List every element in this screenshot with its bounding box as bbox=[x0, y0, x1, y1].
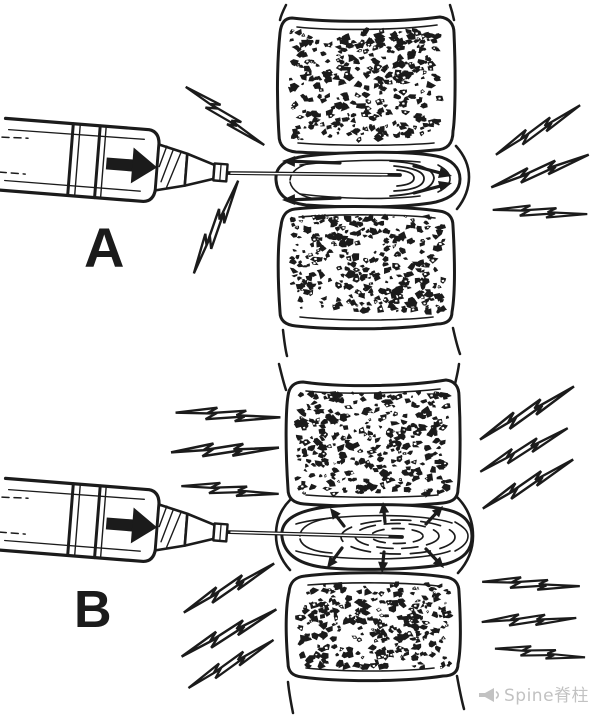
column-line bbox=[455, 674, 466, 711]
column-line bbox=[277, 362, 288, 392]
pain-bolt-icon bbox=[184, 71, 266, 161]
annulus-bulge-line bbox=[454, 144, 471, 211]
pain-bolt-icon bbox=[169, 426, 281, 474]
pressure-arrows-b bbox=[327, 502, 444, 573]
pain-bolt-icon bbox=[174, 608, 284, 658]
pain-bolt-icon bbox=[487, 153, 593, 189]
column-line bbox=[278, 3, 288, 22]
column-line bbox=[448, 3, 456, 22]
pain-bolt-icon bbox=[174, 387, 282, 443]
panel-a: A bbox=[0, 3, 593, 358]
column-line bbox=[286, 680, 295, 715]
needle-a bbox=[224, 171, 402, 177]
megaphone-icon bbox=[479, 688, 500, 702]
pain-bolt-icon bbox=[493, 627, 587, 679]
trabecular-bone-texture bbox=[293, 390, 454, 498]
column-line bbox=[451, 326, 462, 356]
pain-bolt-icon bbox=[491, 187, 589, 237]
syringe-b bbox=[0, 476, 232, 570]
pain-bolt-icon bbox=[488, 104, 588, 156]
column-line bbox=[281, 328, 289, 358]
panel-b: B bbox=[0, 362, 587, 715]
pain-bolt-icon bbox=[480, 599, 578, 641]
needle-b bbox=[224, 530, 404, 539]
trabecular-bone-texture bbox=[287, 27, 444, 143]
pressure-arrows-a bbox=[282, 156, 452, 205]
panel-a-label: A bbox=[84, 216, 124, 279]
pain-bolt-icon bbox=[176, 562, 282, 614]
pain-bolt-icon bbox=[481, 558, 581, 610]
trabecular-bone-texture bbox=[289, 213, 447, 315]
watermark-text: Spine脊柱 bbox=[504, 686, 589, 706]
pain-bolt-icon bbox=[174, 179, 258, 275]
syringe-a bbox=[0, 116, 232, 210]
trabecular-bone-texture bbox=[295, 581, 454, 671]
pain-bolt-icon bbox=[180, 463, 280, 517]
upper-vertebra-a bbox=[275, 15, 457, 155]
panel-b-label: B bbox=[74, 581, 112, 639]
pain-bolt-icon bbox=[471, 385, 583, 441]
disc-lamellae bbox=[295, 514, 469, 560]
watermark: Spine脊柱 bbox=[479, 686, 589, 706]
